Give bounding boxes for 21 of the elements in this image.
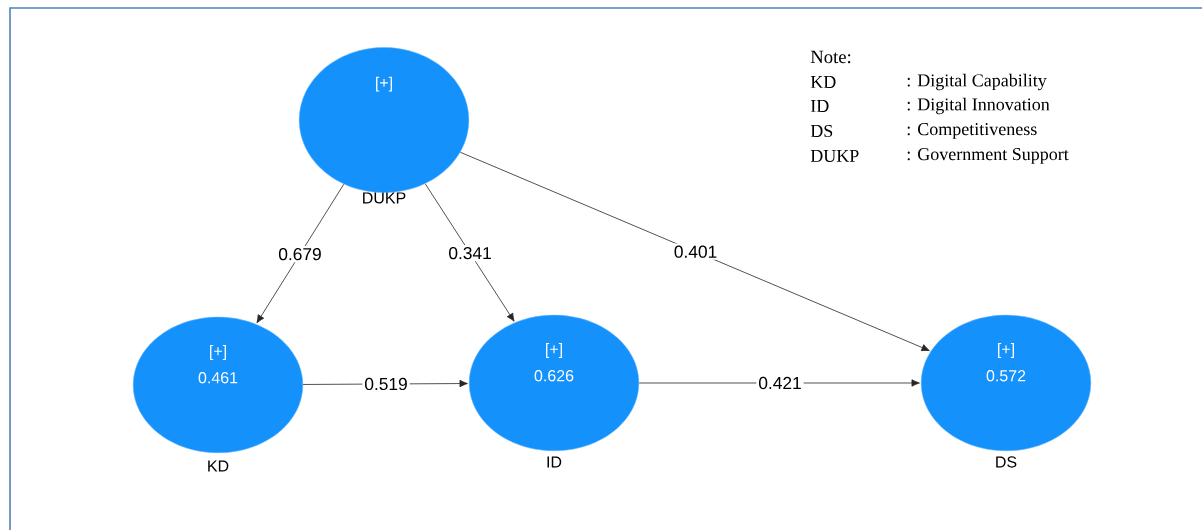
abbreviation: ID: [810, 100, 829, 112]
abbreviation: DUKP: [810, 150, 859, 162]
path-arrow: [256, 183, 345, 324]
path-coefficient: 0.421: [759, 376, 801, 390]
variable-name: DUKP: [363, 192, 406, 204]
abbreviation: DS: [810, 124, 833, 138]
path-coefficient: 0.341: [449, 246, 491, 260]
definition: : Government Support: [907, 148, 1069, 164]
variable-name: DS: [996, 456, 1017, 468]
note-heading: Note:: [810, 50, 851, 64]
definition: : Digital Innovation: [907, 97, 1050, 115]
definition: : Competitiveness: [907, 123, 1037, 139]
path-coefficient: 0.519: [365, 377, 407, 391]
definition: : Digital Capability: [907, 73, 1047, 91]
variable-name: KD: [208, 460, 229, 472]
path-coefficient: 0.401: [674, 245, 717, 258]
abbreviation: KD: [810, 76, 836, 88]
path-coefficient: 0.679: [278, 248, 321, 261]
variable-name: ID: [547, 456, 562, 468]
path-arrow: [459, 151, 930, 352]
path-arrow: [424, 183, 515, 322]
